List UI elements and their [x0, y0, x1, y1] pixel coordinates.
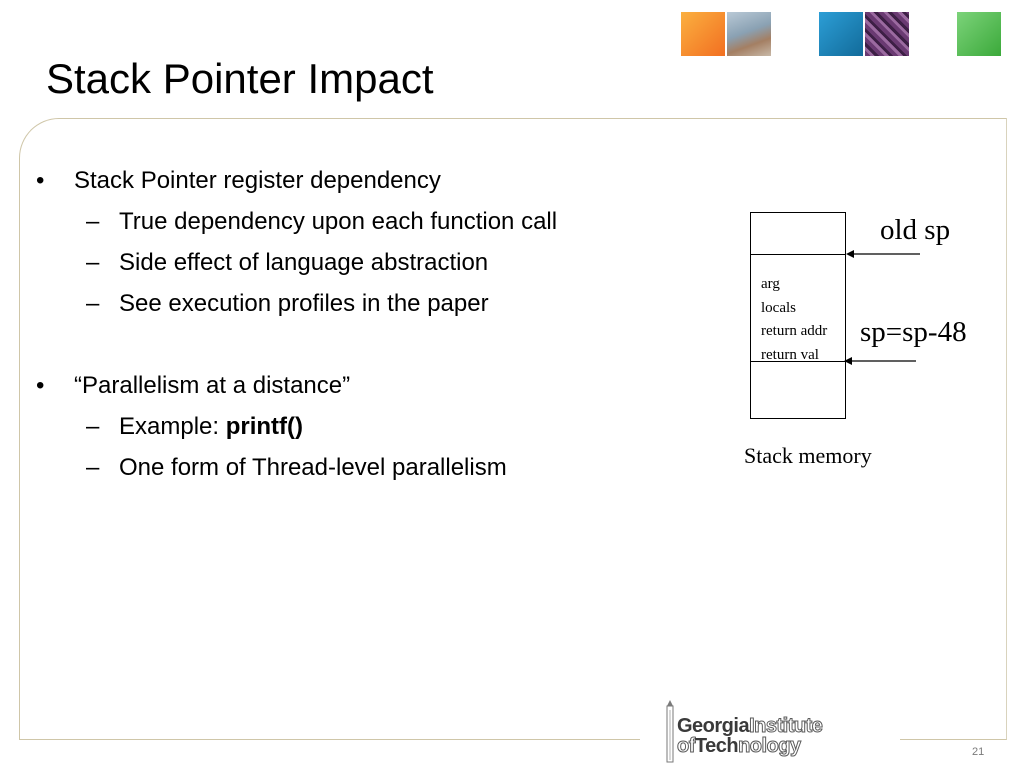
dash-marker: –: [86, 454, 100, 481]
sub-bullet-item: – See execution profiles in the paper: [36, 283, 557, 324]
green-tile: [957, 12, 1001, 56]
new-sp-label: sp=sp-48: [860, 316, 967, 348]
bullet-list: • Stack Pointer register dependency – Tr…: [36, 160, 557, 488]
dash-marker: –: [86, 208, 100, 235]
sub-bullet-item: – Example: printf(): [36, 406, 557, 447]
sub-bullet-text: Side effect of language abstraction: [119, 249, 489, 276]
stack-memory-caption: Stack memory: [744, 443, 872, 468]
sub-bullet-text-prefix: Example:: [119, 413, 226, 440]
dash-marker: –: [86, 249, 100, 276]
slide-title: Stack Pointer Impact: [46, 55, 434, 102]
content-frame: [19, 118, 1007, 740]
tech-tower-icon: [666, 700, 674, 763]
bullet-marker: •: [36, 372, 45, 399]
stack-memory-box: [750, 212, 846, 419]
frame-line-arg: arg: [761, 276, 780, 292]
frame-bottom-divider: [751, 361, 845, 362]
georgia-tech-logo: GeorgiaInstitute ofTechnology: [677, 715, 824, 757]
dash-marker: –: [86, 290, 100, 317]
frame-top-divider: [751, 254, 845, 255]
frame-line-locals: locals: [761, 299, 796, 316]
frame-line-return-addr: return addr: [761, 323, 828, 339]
sub-bullet-text: One form of Thread-level parallelism: [119, 454, 507, 481]
old-sp-label: old sp: [880, 214, 951, 246]
blue-tile: [819, 12, 863, 56]
page-number: 21: [972, 746, 985, 758]
bullet-text: Stack Pointer register dependency: [74, 167, 441, 194]
sub-bullet-item: – One form of Thread-level parallelism: [36, 447, 557, 488]
bullet-item: • “Parallelism at a distance”: [36, 365, 557, 406]
bullet-marker: •: [36, 167, 45, 194]
sub-bullet-text: See execution profiles in the paper: [119, 290, 489, 317]
sub-bullet-item: – True dependency upon each function cal…: [36, 201, 557, 242]
campus-photo-tile: [727, 12, 771, 56]
circuit-photo-tile: [865, 12, 909, 56]
bullet-item: • Stack Pointer register dependency: [36, 160, 557, 201]
bullet-text: “Parallelism at a distance”: [74, 372, 351, 399]
sub-bullet-item: – Side effect of language abstraction: [36, 242, 557, 283]
stack-frame-contents: arg locals return addr return val: [761, 273, 827, 367]
code-printf: printf(): [225, 413, 304, 440]
dash-marker: –: [86, 413, 100, 440]
orange-tile: [681, 12, 725, 56]
frame-line-return-val: return val: [761, 346, 819, 363]
sub-bullet-text: True dependency upon each function call: [119, 208, 558, 235]
